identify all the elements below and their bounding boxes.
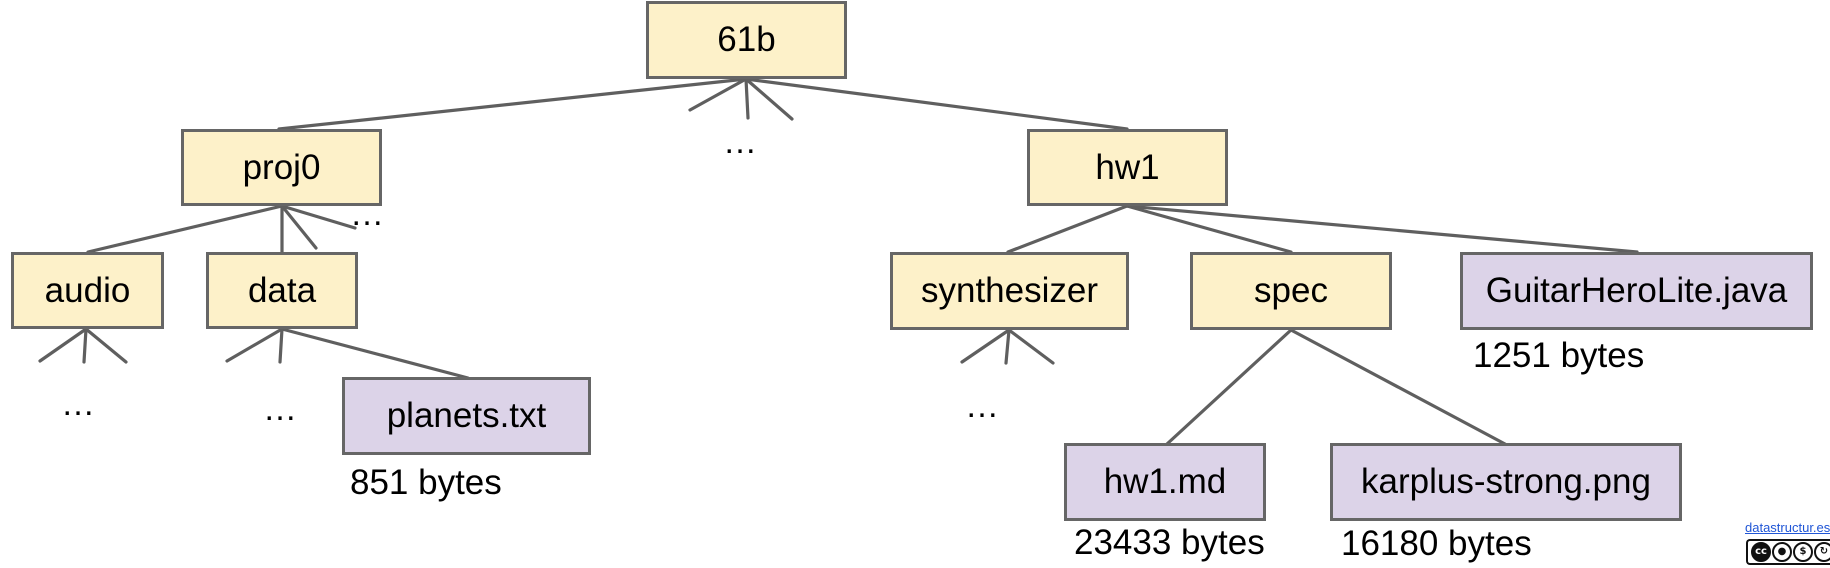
file-hw1-md[interactable]: hw1.md — [1064, 443, 1266, 521]
file-size-guitarherolite-java: 1251 bytes — [1473, 336, 1645, 375]
directory-hw1[interactable]: hw1 — [1027, 129, 1228, 206]
edge-hw1-guitar — [1125, 204, 1639, 254]
stub-audio-left — [38, 327, 88, 363]
file-size-planets-txt: 851 bytes — [350, 463, 502, 502]
stub-61b-left — [688, 77, 748, 112]
directory-proj0[interactable]: proj0 — [181, 129, 382, 206]
stub-data-middle — [278, 327, 284, 364]
more-items-data: … — [263, 390, 297, 428]
datastructures-credit-link[interactable]: datastructur.es — [1745, 520, 1830, 535]
creative-commons-icon: cc ● $ ↻ — [1746, 539, 1830, 565]
edge-spec-hw1md — [1165, 328, 1293, 446]
file-size-karplus-strong-png: 16180 bytes — [1341, 524, 1532, 563]
stub-synthesizer-right — [1007, 328, 1055, 365]
stub-audio-middle — [82, 327, 88, 364]
edge-data-planets — [280, 327, 470, 380]
file-planets-txt[interactable]: planets.txt — [342, 377, 591, 455]
stub-audio-right — [84, 327, 128, 364]
more-items-audio: … — [61, 385, 95, 423]
edge-hw1-spec — [1125, 204, 1293, 254]
file-karplus-strong-png[interactable]: karplus-strong.png — [1330, 443, 1682, 521]
stub-data-left — [225, 327, 284, 363]
edge-61b-hw1 — [744, 77, 1129, 131]
stub-61b-right — [744, 77, 794, 121]
more-items-synthesizer: … — [965, 387, 999, 425]
file-size-hw1-md: 23433 bytes — [1074, 523, 1265, 562]
directory-audio[interactable]: audio — [11, 252, 164, 329]
edge-spec-karplus — [1289, 328, 1507, 446]
directory-61b[interactable]: 61b — [646, 1, 847, 79]
directory-synthesizer[interactable]: synthesizer — [890, 252, 1129, 330]
stub-synthesizer-left — [960, 328, 1011, 364]
share-alike-icon: ↻ — [1814, 542, 1830, 562]
file-guitarherolite-java[interactable]: GuitarHeroLite.java — [1460, 252, 1813, 330]
stub-proj0-far — [280, 204, 357, 230]
stub-61b-middle — [744, 77, 750, 120]
more-items-root: … — [723, 123, 757, 161]
stub-proj0-right — [280, 204, 318, 250]
noncommercial-icon: $ — [1793, 542, 1813, 562]
edge-proj0-audio — [86, 204, 284, 254]
attribution-icon: ● — [1772, 542, 1792, 562]
directory-data[interactable]: data — [206, 252, 358, 329]
edge-61b-proj0 — [277, 77, 748, 131]
cc-logo-icon: cc — [1751, 542, 1771, 562]
edge-hw1-synthesizer — [1006, 204, 1129, 254]
directory-spec[interactable]: spec — [1190, 252, 1392, 330]
more-items-proj0: … — [350, 195, 384, 233]
stub-synthesizer-middle — [1004, 328, 1011, 365]
